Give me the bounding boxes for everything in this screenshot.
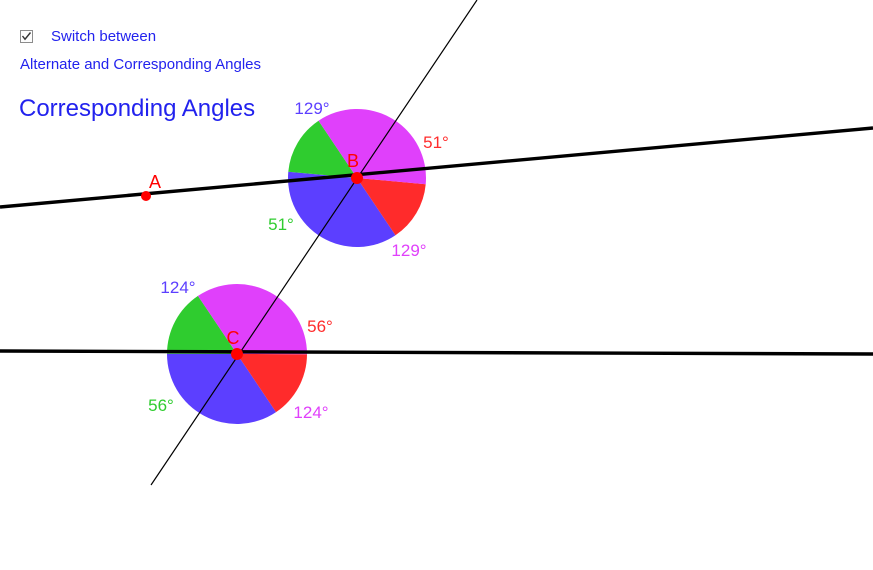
switch-angles-label-line1: Switch between [51,28,157,45]
sector-b-red-value-label: 51° [423,133,449,152]
point-a-label: A [149,172,161,192]
point-b-label: B [347,151,359,171]
transversal-line[interactable] [150,0,478,486]
intersection-c [166,284,308,424]
sector-b-magenta-value-label: 129° [391,241,426,260]
switch-angles-checkbox[interactable] [20,30,33,43]
sector-c-red-value-label: 56° [307,317,333,336]
checkmark-icon [21,32,32,41]
sector-b-magenta[interactable] [318,109,427,185]
sector-b-green-value-label: 51° [268,215,294,234]
sector-b-blue[interactable] [287,171,396,247]
switch-angles-checkbox-row[interactable]: Switch between [20,26,156,47]
intersection-b [287,109,427,247]
sector-b-red[interactable] [357,178,426,236]
page-title: Corresponding Angles [19,95,256,122]
point-b[interactable] [351,172,363,184]
sector-c-green[interactable] [167,295,237,354]
sector-c-magenta[interactable] [197,284,308,355]
sector-b-blue-value-label: 129° [294,99,329,118]
bottom-parallel-line[interactable] [0,349,873,356]
point-a[interactable] [141,191,151,201]
switch-angles-label-line2: Alternate and Corresponding Angles [20,56,261,73]
sector-c-green-value-label: 56° [148,396,174,415]
point-c[interactable] [231,348,243,360]
sector-c-blue[interactable] [166,353,277,424]
sector-c-magenta-value-label: 124° [293,403,328,422]
sector-b-green[interactable] [288,120,357,178]
sector-c-red[interactable] [237,354,307,413]
point-c-label: C [227,328,240,348]
sector-c-blue-value-label: 124° [160,278,195,297]
